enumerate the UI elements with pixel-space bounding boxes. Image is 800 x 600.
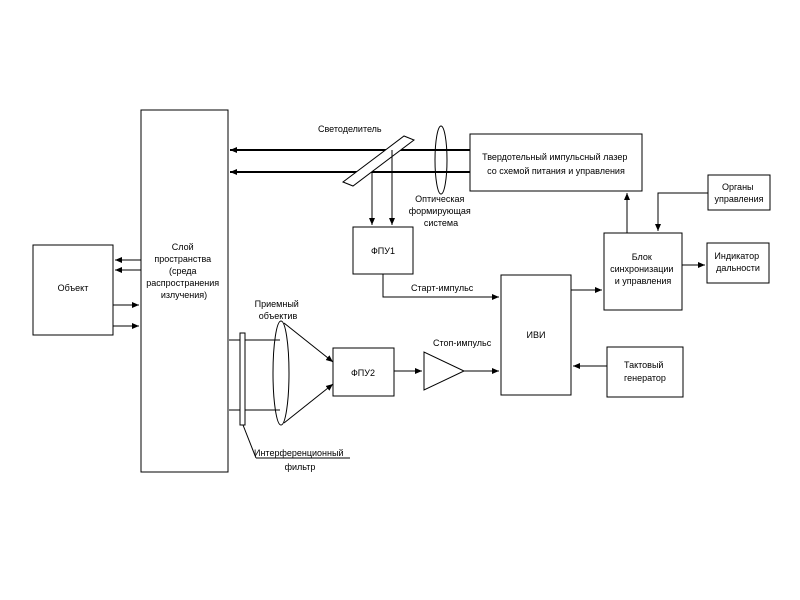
amplifier-triangle	[423, 351, 466, 391]
clock-label-line-1: Тактовый	[624, 360, 663, 370]
optical-system-label: Оптическая формирующая система	[409, 194, 474, 228]
laser-beams	[230, 147, 470, 175]
range-indicator-block: Индикатор дальности	[706, 242, 770, 284]
received-rays	[229, 339, 280, 411]
svg-text:Слой пространства: Слой пространства (среда распространения…	[146, 242, 221, 300]
clock-generator-block: Тактовый генератор	[606, 346, 684, 398]
controls-block: Органы управления	[707, 174, 771, 211]
splitter-to-fpu1-arrows	[369, 150, 395, 225]
fpu2-label: ФПУ2	[351, 368, 375, 378]
medium-label-line-3: (среда	[169, 266, 197, 276]
object-medium-arrows	[113, 257, 141, 329]
svg-text:Блок синхронизации: Блок синхронизации и управления	[610, 252, 676, 286]
interference-filter-label: Интерференционный фильтр	[254, 448, 346, 472]
signal-connections	[382, 192, 708, 374]
propagation-medium-block: Слой пространства (среда распространения…	[140, 109, 229, 473]
fpu2-block: ФПУ2	[332, 347, 395, 397]
sync-label-line-3: и управления	[615, 276, 672, 286]
ivi-label: ИВИ	[527, 330, 546, 340]
clock-label-line-2: генератор	[624, 373, 666, 383]
range-label-line-1: Индикатор	[714, 251, 759, 261]
fpu1-block: ФПУ1	[352, 226, 414, 275]
svg-text:Органы управления: Органы управления	[714, 182, 763, 204]
focusing-cone	[283, 322, 334, 424]
medium-label-line-4: распространения	[146, 278, 219, 288]
controls-label-line-2: управления	[714, 194, 763, 204]
beam-splitter-label: Светоделитель	[318, 124, 382, 134]
svg-text:Индикатор дальности: Индикатор дальности	[714, 251, 761, 273]
receiving-lens	[272, 320, 290, 426]
medium-label-line-5: излучения)	[161, 290, 207, 300]
sync-label-line-2: синхронизации	[610, 264, 673, 274]
svg-text:Твердотельный импульсный лазер: Твердотельный импульсный лазер со схемой…	[482, 152, 630, 176]
range-label-line-2: дальности	[716, 263, 760, 273]
laser-label-line-1: Твердотельный импульсный лазер	[482, 152, 627, 162]
sync-label-line-1: Блок	[632, 252, 652, 262]
laser-label-line-2: со схемой питания и управления	[487, 166, 625, 176]
beam-splitter	[341, 135, 416, 187]
svg-text:Тактовый генератор: Тактовый генератор	[624, 360, 666, 383]
object-label: Объект	[58, 283, 89, 293]
forming-lens	[434, 125, 448, 195]
laser-block: Твердотельный импульсный лазер со схемой…	[469, 133, 643, 192]
medium-label-line-1: Слой	[172, 242, 194, 252]
ivi-block: ИВИ	[500, 274, 572, 396]
receiving-lens-label: Приемный объектив	[255, 299, 302, 321]
stop-pulse-label: Стоп-импульс	[433, 338, 492, 348]
controls-label-line-1: Органы	[722, 182, 754, 192]
object-block: Объект	[32, 244, 114, 336]
medium-label-line-2: пространства	[154, 254, 211, 264]
fpu1-label: ФПУ1	[371, 246, 395, 256]
start-pulse-label: Старт-импульс	[411, 283, 474, 293]
sync-control-block: Блок синхронизации и управления	[603, 232, 683, 311]
interference-filter	[239, 332, 350, 459]
